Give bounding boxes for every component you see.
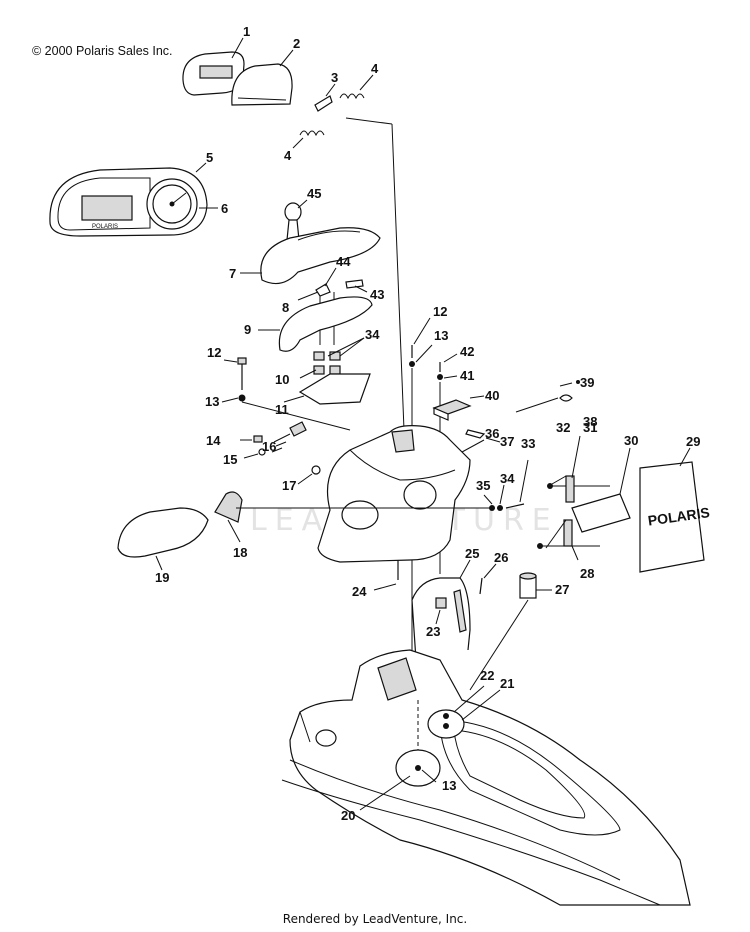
- part-7-upper-cover: [240, 227, 381, 285]
- part-3-4-springs: [292, 74, 374, 149]
- part-5-6-gauge-cluster: POLARIS: [49, 162, 218, 237]
- label-16: 16: [262, 439, 276, 454]
- label-41: 41: [460, 368, 474, 383]
- label-19: 19: [155, 570, 169, 585]
- label-9: 9: [244, 322, 251, 337]
- label-40: 40: [485, 388, 499, 403]
- label-33: 33: [521, 436, 535, 451]
- label-38: 38: [583, 414, 597, 429]
- part-24-bolt: [373, 560, 399, 591]
- label-30: 30: [624, 433, 638, 448]
- part-2-lens: [231, 49, 294, 106]
- label-11: 11: [275, 402, 289, 417]
- part-29-decal: POLARIS: [639, 447, 711, 573]
- part-23-nut: [435, 597, 447, 625]
- label-29: 29: [686, 434, 700, 449]
- part-12-13-left-bolt: [221, 357, 351, 431]
- label-12a: 12: [207, 345, 221, 360]
- label-14: 14: [206, 433, 221, 448]
- label-2: 2: [293, 36, 300, 51]
- label-37: 37: [500, 434, 514, 449]
- hull-body: [281, 649, 691, 906]
- part-18-mirror-mount: [214, 491, 492, 543]
- label-8: 8: [282, 300, 289, 315]
- label-31: 31: [583, 420, 597, 435]
- part-21-22-hatch: [427, 685, 501, 739]
- label-39: 39: [580, 375, 594, 390]
- label-13a: 13: [205, 394, 219, 409]
- part-20-plate: [359, 700, 441, 811]
- part-36-console: [317, 425, 485, 563]
- label-24: 24: [352, 584, 367, 599]
- label-44: 44: [336, 254, 351, 269]
- gauge-brand-label: POLARIS: [92, 224, 118, 230]
- label-26: 26: [494, 550, 508, 565]
- part-number-labels: 1 2 3 4 4 5 6 45 7 44 43 8 9 34 12 13 10…: [155, 24, 700, 823]
- part-37-clip: [465, 429, 501, 443]
- part-9-shell: [258, 296, 373, 352]
- label-6: 6: [221, 201, 228, 216]
- label-12b: 12: [433, 304, 447, 319]
- label-21: 21: [500, 676, 514, 691]
- part-26-bolt: [479, 563, 497, 595]
- label-22: 22: [480, 668, 494, 683]
- label-4a: 4: [371, 61, 379, 76]
- part-30-pad: [571, 447, 631, 533]
- label-36: 36: [485, 426, 499, 441]
- label-10: 10: [275, 372, 289, 387]
- label-5: 5: [206, 150, 213, 165]
- label-23: 23: [426, 624, 440, 639]
- part-10-nuts: [299, 337, 365, 379]
- part-45-knob: [284, 199, 308, 241]
- part-14-17-hardware: [240, 421, 321, 485]
- part-25-handle: [411, 559, 471, 661]
- label-13c: 13: [442, 778, 456, 793]
- label-17: 17: [282, 478, 296, 493]
- label-32: 32: [556, 420, 570, 435]
- label-45: 45: [307, 186, 321, 201]
- label-34a: 34: [365, 327, 380, 342]
- label-13b: 13: [434, 328, 448, 343]
- copyright-text: © 2000 Polaris Sales Inc.: [32, 44, 173, 58]
- part-28-32-bracket-strips: [537, 435, 610, 561]
- label-27: 27: [555, 582, 569, 597]
- part-19-mirror: [117, 507, 209, 571]
- label-25: 25: [465, 546, 479, 561]
- part-39-38-cap: [515, 380, 580, 413]
- label-15: 15: [223, 452, 237, 467]
- label-3: 3: [331, 70, 338, 85]
- label-42: 42: [460, 344, 474, 359]
- label-20: 20: [341, 808, 355, 823]
- label-28: 28: [580, 566, 594, 581]
- label-35: 35: [476, 478, 490, 493]
- part-11-plate: [283, 373, 371, 405]
- part-40-bracket: [432, 395, 485, 421]
- footer-credit: Rendered by LeadVenture, Inc.: [282, 912, 468, 926]
- label-18: 18: [233, 545, 247, 560]
- label-34b: 34: [500, 471, 515, 486]
- label-43: 43: [370, 287, 384, 302]
- label-7: 7: [229, 266, 236, 281]
- part-27-cap: [469, 572, 552, 691]
- part-1-clip: [182, 37, 245, 96]
- label-1: 1: [243, 24, 250, 39]
- label-4b: 4: [284, 148, 292, 163]
